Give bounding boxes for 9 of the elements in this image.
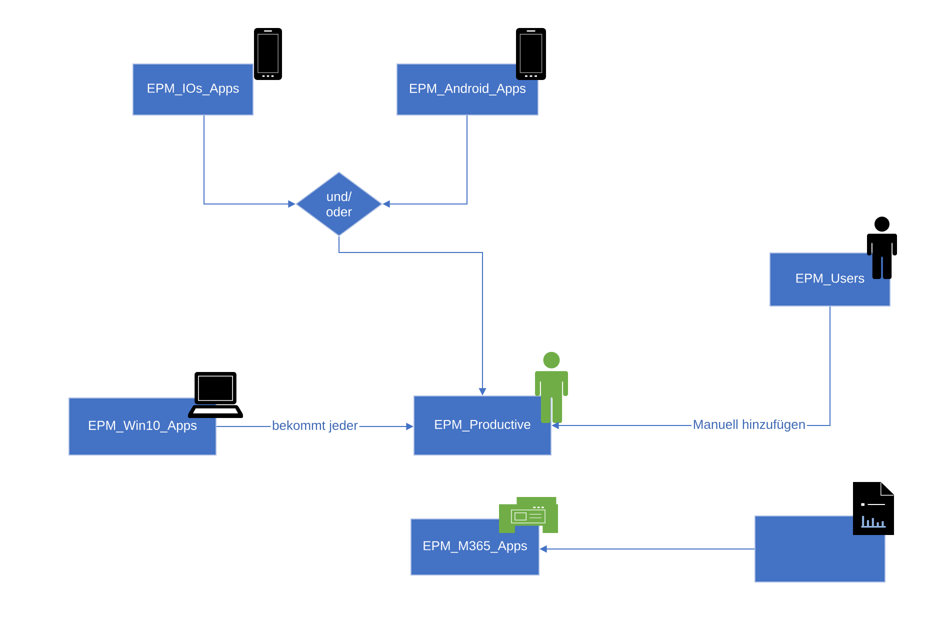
edge-label: Manuell hinzufügen xyxy=(692,418,807,433)
process-box: EPM_M365_Apps xyxy=(410,518,540,576)
process-box: EPM_Android_Apps xyxy=(396,64,538,116)
process-box: EPM_IOs_Apps xyxy=(132,64,254,116)
edge-label: bekommt jeder xyxy=(270,419,360,434)
process-box: EPM_Users xyxy=(770,252,890,306)
process-box: EPM_Productive xyxy=(414,396,552,456)
process-box: EPM_Win10_Apps xyxy=(68,398,216,456)
process-box xyxy=(754,516,886,582)
